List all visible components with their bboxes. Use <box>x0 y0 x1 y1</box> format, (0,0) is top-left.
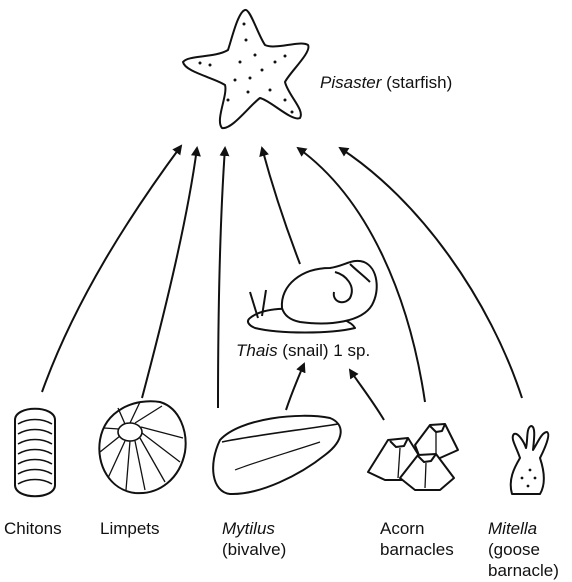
arrow-chitons-to-starfish <box>41 144 183 393</box>
arrow-limpets-to-starfish <box>141 146 201 399</box>
starfish-common: (starfish) <box>381 73 453 92</box>
snail-common: (snail) 1 sp. <box>277 341 371 360</box>
chitons-label: Chitons <box>4 519 62 538</box>
starfish-icon <box>182 9 310 130</box>
mitella-genus: Mitella <box>488 519 538 538</box>
acorn-barnacle-icon <box>367 423 459 491</box>
arrow-mitella-to-starfish <box>338 146 523 399</box>
mytilus-label: Mytilus (bivalve) <box>222 518 286 560</box>
arrow-mytilus-to-snail <box>285 362 306 411</box>
snail-icon <box>246 259 378 334</box>
mitella-line3: barnacle) <box>488 561 559 580</box>
limpets-label: Limpets <box>100 519 160 538</box>
mytilus-desc: (bivalve) <box>222 540 287 559</box>
arrow-acorn-to-starfish <box>296 146 426 403</box>
snail-genus: Thais <box>236 341 278 360</box>
arrow-acorn-to-snail <box>348 368 385 421</box>
arrow-snail-to-starfish <box>259 146 301 265</box>
arrow-mytilus-to-starfish <box>217 146 230 409</box>
feeding-arrows <box>41 144 523 421</box>
mitella-label: Mitella (goose barnacle) <box>488 518 559 581</box>
limpet-icon <box>98 400 187 495</box>
mitella-line2: (goose <box>488 540 540 559</box>
snail-label: Thais (snail) 1 sp. <box>236 340 370 361</box>
chiton-icon <box>14 407 56 498</box>
starfish-label: Pisaster (starfish) <box>320 72 452 93</box>
starfish-genus: Pisaster <box>320 73 382 92</box>
goose-barnacle-icon <box>509 425 550 495</box>
acorn-label: Acorn barnacles <box>380 518 454 560</box>
mussel-icon <box>212 414 342 496</box>
acorn-line1: Acorn <box>380 519 425 538</box>
mytilus-genus: Mytilus <box>222 519 275 538</box>
acorn-line2: barnacles <box>380 540 454 559</box>
